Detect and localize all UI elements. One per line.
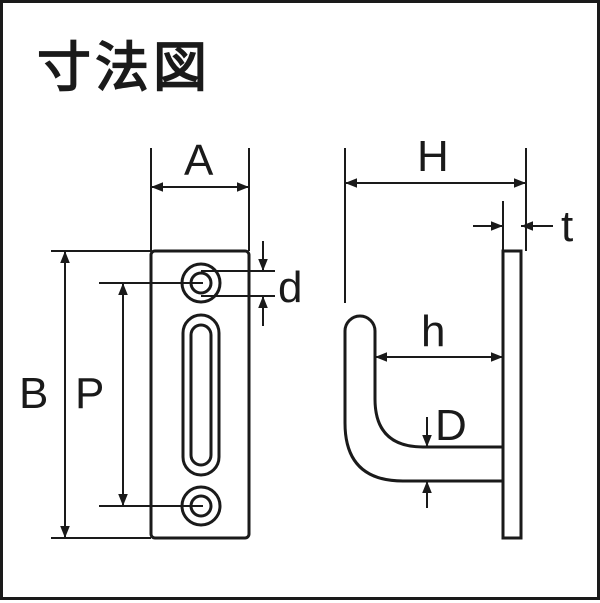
slot-outer [181, 313, 221, 477]
hook-profile [343, 314, 503, 483]
label-d-upper: D [435, 401, 467, 450]
label-h-lower: h [421, 307, 445, 356]
label-a: A [184, 136, 214, 185]
plate-outline [149, 249, 251, 540]
dimension-drawing: A B P d H t h D [19, 132, 573, 540]
side-dimension-lines [344, 148, 553, 508]
label-h-upper: H [417, 132, 449, 181]
page-title: 寸法図 [37, 36, 211, 99]
label-p: P [75, 369, 104, 418]
label-b: B [19, 369, 48, 418]
plate-side [501, 249, 523, 540]
front-dimension-lines [51, 148, 275, 539]
plate-front-view [149, 249, 251, 540]
slot-inner [189, 323, 213, 467]
hook-side-view [343, 249, 523, 540]
label-t: t [561, 202, 573, 251]
label-d-small: d [278, 263, 302, 312]
